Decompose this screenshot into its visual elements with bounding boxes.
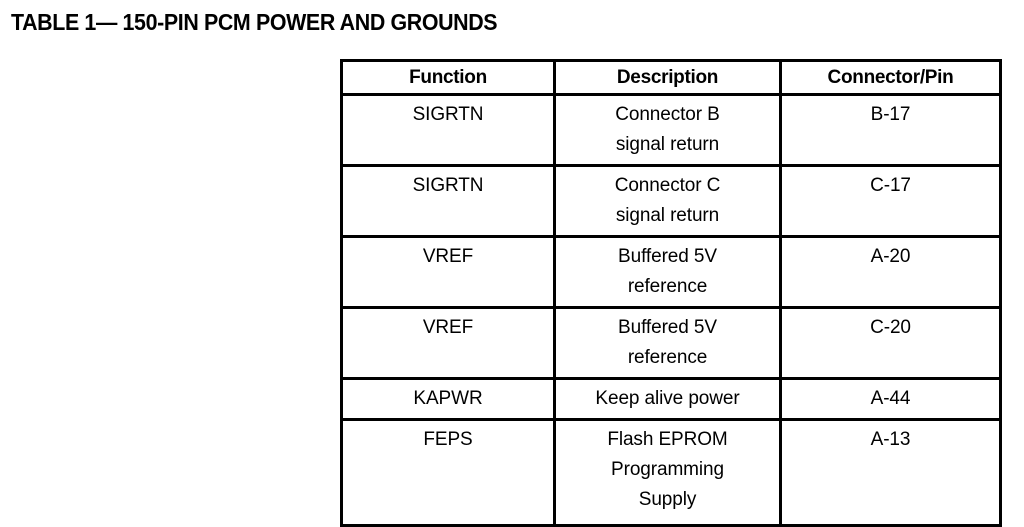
cell-description: Keep alive power xyxy=(553,377,782,421)
description-line: Buffered 5V xyxy=(618,246,717,267)
table-row: VREF Buffered 5V reference C-20 xyxy=(340,306,1002,380)
cell-connector-pin: C-20 xyxy=(779,306,1002,380)
table-row: SIGRTN Connector B signal return B-17 xyxy=(340,93,1002,167)
page-title: TABLE 1— 150-PIN PCM POWER AND GROUNDS xyxy=(11,9,498,35)
pcm-power-and-grounds-table: Function Description Connector/Pin SIGRT… xyxy=(340,59,1002,527)
description-line: Connector B xyxy=(615,104,720,125)
table-row: SIGRTN Connector C signal return C-17 xyxy=(340,164,1002,238)
description-line: Buffered 5V xyxy=(618,317,717,338)
table-body: SIGRTN Connector B signal return B-17 SI… xyxy=(340,93,1002,527)
cell-description: Buffered 5V reference xyxy=(553,306,782,380)
column-header-function: Function xyxy=(340,59,556,96)
cell-function: SIGRTN xyxy=(340,93,556,167)
cell-connector-pin: B-17 xyxy=(779,93,1002,167)
description-line: Programming xyxy=(611,459,724,480)
cell-connector-pin: A-20 xyxy=(779,235,1002,309)
cell-function: KAPWR xyxy=(340,377,556,421)
description-line: reference xyxy=(627,276,708,297)
cell-connector-pin: A-13 xyxy=(779,418,1002,527)
description-line: reference xyxy=(627,347,708,368)
cell-connector-pin: A-44 xyxy=(779,377,1002,421)
cell-description: Buffered 5V reference xyxy=(553,235,782,309)
cell-description: Connector C signal return xyxy=(553,164,782,238)
cell-connector-pin: C-17 xyxy=(779,164,1002,238)
cell-description: Connector B signal return xyxy=(553,93,782,167)
column-header-connector-pin: Connector/Pin xyxy=(779,59,1002,96)
description-line: Connector C xyxy=(614,175,721,196)
description-line: Flash EPROM xyxy=(607,429,728,450)
cell-function: VREF xyxy=(340,235,556,309)
description-line: Keep alive power xyxy=(595,388,740,409)
cell-function: SIGRTN xyxy=(340,164,556,238)
table-row: KAPWR Keep alive power A-44 xyxy=(340,377,1002,421)
cell-description: Flash EPROM Programming Supply xyxy=(553,418,782,527)
description-line: signal return xyxy=(615,134,720,155)
table-header-row: Function Description Connector/Pin xyxy=(340,59,1002,96)
column-header-description: Description xyxy=(553,59,782,96)
table-row: FEPS Flash EPROM Programming Supply A-13 xyxy=(340,418,1002,527)
description-line: Supply xyxy=(638,489,697,510)
cell-function: FEPS xyxy=(340,418,556,527)
table-row: VREF Buffered 5V reference A-20 xyxy=(340,235,1002,309)
cell-function: VREF xyxy=(340,306,556,380)
description-line: signal return xyxy=(615,205,720,226)
table-header: Function Description Connector/Pin xyxy=(340,59,1002,96)
